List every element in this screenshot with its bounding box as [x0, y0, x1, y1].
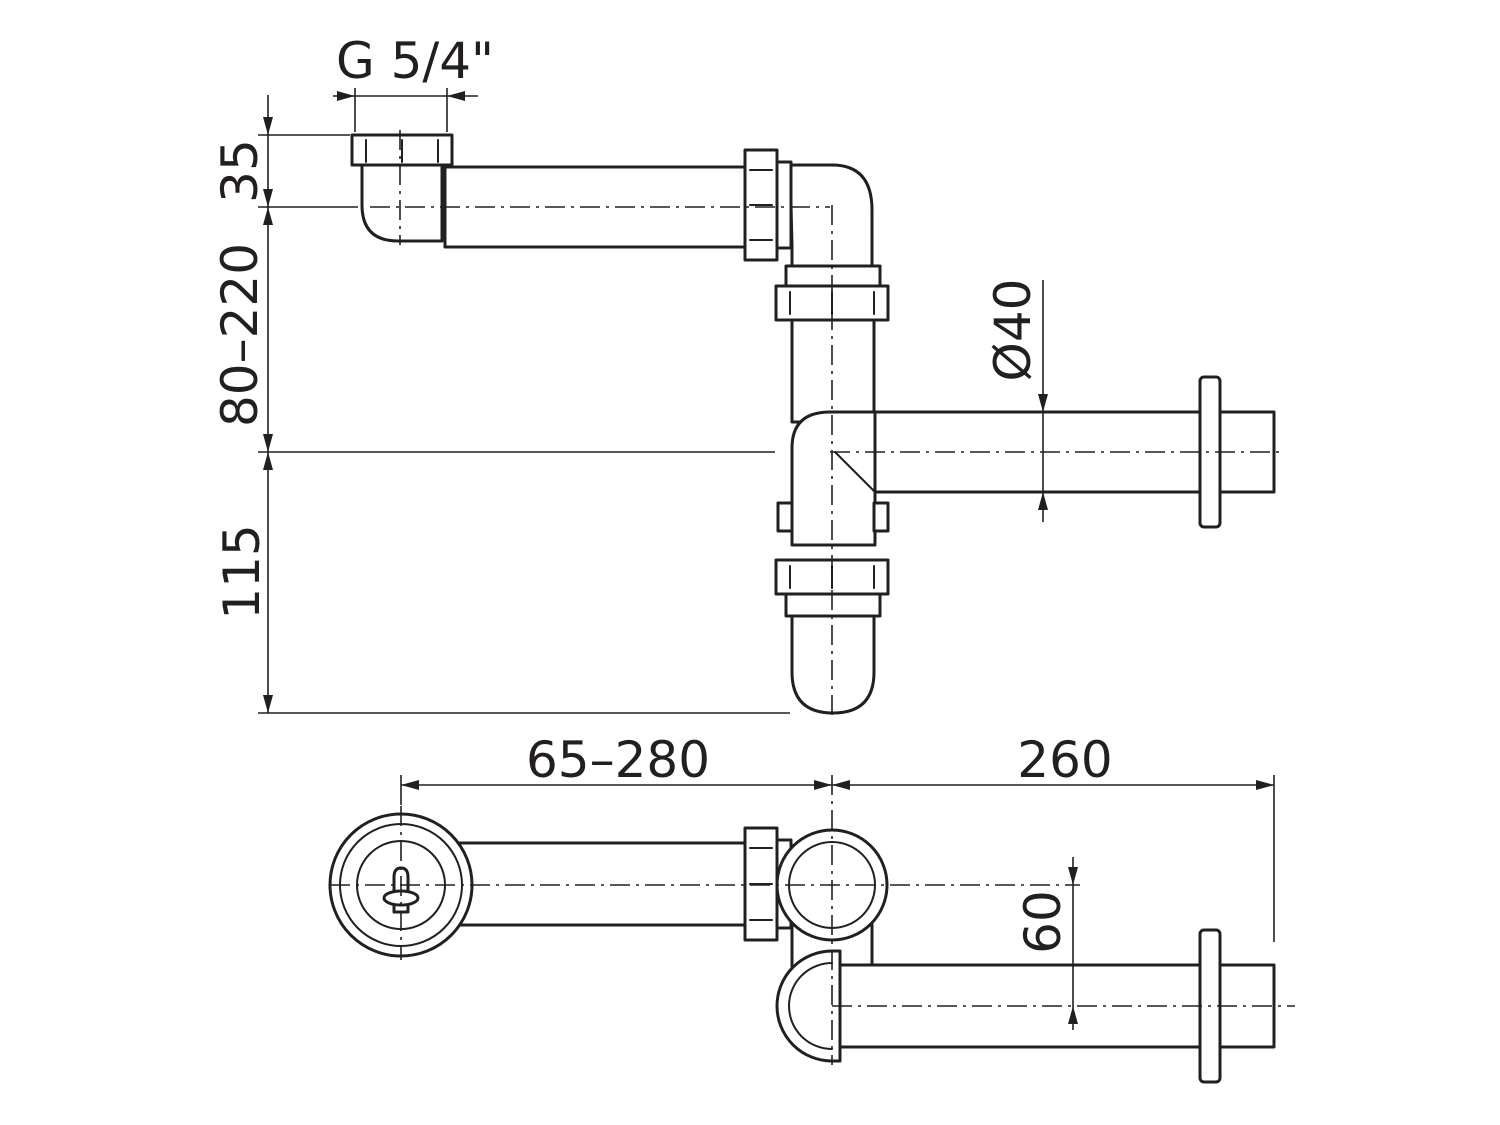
offset-label: 60 [1014, 890, 1072, 954]
outlet-length-label: 260 [1017, 731, 1112, 789]
trap-depth-label: 115 [213, 524, 271, 619]
side-vertical-pipe [790, 310, 876, 424]
side-trap-bowl [790, 614, 876, 715]
top-arm-pipe [453, 841, 749, 927]
side-view [350, 130, 1285, 715]
adjust-height-label: 80–220 [211, 243, 269, 427]
inlet-height-label: 35 [211, 139, 269, 203]
top-outlet-bend [775, 949, 842, 1063]
horizontal-adjust-label: 65–280 [526, 731, 710, 789]
dimension-lines [258, 88, 1275, 1030]
side-inlet-elbow [360, 161, 444, 243]
pipe-diameter-label: Ø40 [984, 279, 1042, 382]
thread-size-label: G 5/4" [336, 32, 494, 90]
side-trap-body [790, 410, 877, 547]
side-upper-elbow [788, 163, 874, 270]
top-view [328, 775, 1295, 1084]
